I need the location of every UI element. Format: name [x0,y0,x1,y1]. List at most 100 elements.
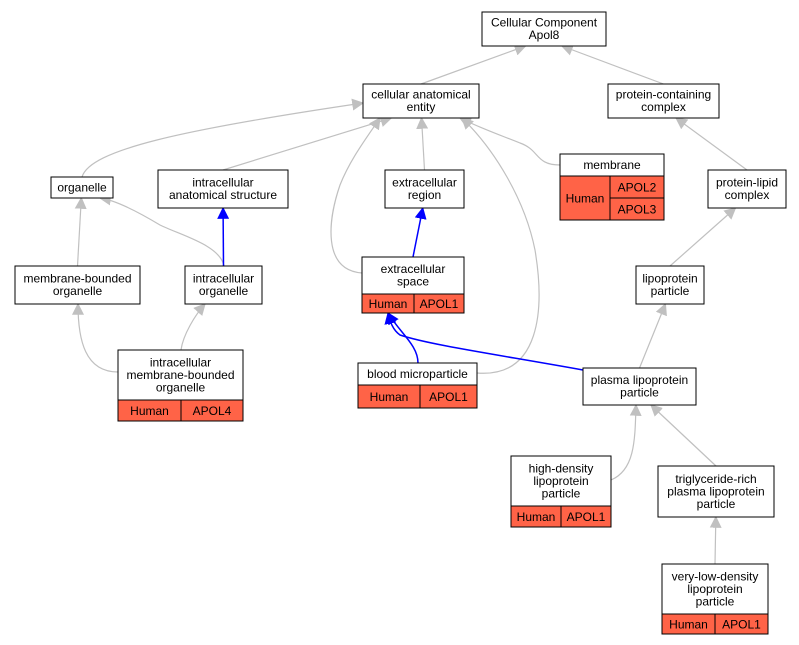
node-label-line: organelle [53,284,103,298]
edge-extracellular-space-to-extracellular-region [412,206,427,258]
node-very-low-density-lipoprotein-particle[interactable]: very-low-densitylipoproteinparticleHuman… [661,563,769,635]
edge-protein-containing-complex-to-cellular-component [560,44,664,85]
node-label-line: intracellular [193,272,254,286]
edge-membrane-to-cellular-anatomical-entity [458,117,561,166]
node-label-line: organelle [156,380,206,394]
node-box [157,169,289,209]
node-label-line: triglyceride-rich [675,472,756,486]
edge-extracellular-region-to-cellular-anatomical-entity [416,116,429,171]
edge-layer [72,44,748,565]
node-box [50,176,114,199]
node-label-line: entity [407,100,436,114]
node-label-line: intracellular [150,355,211,369]
node-organelle[interactable]: organelle [50,176,114,199]
node-label-line: space [397,275,429,289]
gene-label: APOL3 [618,203,657,217]
edge-intracellular-organelle-to-organelle [98,193,225,267]
edge-cellular-anatomical-entity-to-cellular-component [420,44,527,85]
node-label-line: Apol8 [529,28,560,42]
edge-protein-lipid-complex-to-protein-containing-complex [675,117,748,171]
node-label-line: membrane-bounded [126,368,234,382]
node-box [384,169,465,209]
node-box [362,83,480,119]
node-label-line: particle [697,497,736,511]
node-label-line: extracellular [392,176,457,190]
node-label-line: lipoprotein [533,474,588,488]
node-box [635,265,705,305]
node-box [657,465,775,518]
node-label-line: complex [641,100,686,114]
node-box [481,11,607,47]
node-label-line: protein-containing [616,88,711,102]
gene-label: APOL2 [618,181,657,195]
node-intracellular-membrane-bounded-organelle[interactable]: intracellularmembrane-boundedorganelleHu… [117,349,244,422]
species-label: Human [130,404,169,418]
node-label-line: Cellular Component [491,16,598,30]
edge-extracellular-space-to-cellular-anatomical-entity [330,117,381,274]
annotation-bar [361,293,465,314]
gene-label: APOL4 [193,404,232,418]
edge-plasma-lipoprotein-particle-to-extracellular-space [384,311,584,371]
node-label-line: very-low-density [672,569,759,583]
node-label-line: anatomical structure [169,188,277,202]
node-label-line: organelle [199,284,249,298]
node-label-line: complex [725,188,770,202]
gene-label: APOL1 [420,297,459,311]
edge-plasma-lipoprotein-particle-to-lipoprotein-particle [638,302,667,369]
node-label-line: lipoprotein [687,582,742,596]
node-label-line: membrane-bounded [23,272,131,286]
edge-intracellular-anatomical-structure-to-cellular-anatomical-entity [222,115,393,171]
annotation-bar [357,384,478,409]
species-label: Human [517,510,556,524]
edge-triglyceride-rich-plasma-lipoprotein-particle-to-plasma-lipoprotein-particle [650,404,717,467]
node-box [607,83,720,119]
node-box [582,367,697,406]
node-label-line: particle [542,486,581,500]
species-label: Human [669,618,708,632]
edge-intracellular-membrane-bounded-organelle-to-membrane-bounded-organelle [72,302,119,373]
node-box [707,169,787,209]
node-label-line: blood microparticle [367,367,468,381]
edge-intracellular-membrane-bounded-organelle-to-intracellular-organelle [180,303,206,351]
gene-label: APOL1 [429,390,468,404]
edge-high-density-lipoprotein-particle-to-plasma-lipoprotein-particle [610,403,642,481]
node-label-line: high-density [529,461,594,475]
node-label-line: particle [620,386,659,400]
node-label-line: plasma lipoprotein [667,484,764,498]
gene-label: APOL1 [567,510,606,524]
node-label-line: membrane [583,158,641,172]
edge-very-low-density-lipoprotein-particle-to-triglyceride-rich-plasma-lipoprotein-particle [709,515,722,565]
edge-lipoprotein-particle-to-protein-lipid-complex [669,207,737,267]
species-label: Human [566,192,605,206]
edge-organelle-to-cellular-anatomical-entity [81,98,365,178]
node-label-line: particle [651,284,690,298]
gene-label: APOL1 [722,618,761,632]
node-label-line: organelle [57,180,107,194]
node-label-line: plasma lipoprotein [591,373,688,387]
node-label-line: extracellular [381,262,446,276]
edge-membrane-bounded-organelle-to-organelle [74,196,87,267]
edge-blood-microparticle-to-cellular-anatomical-entity [461,117,540,374]
node-label-line: cellular anatomical [371,88,470,102]
node-label-line: lipoprotein [642,272,697,286]
node-label-line: protein-lipid [716,176,778,190]
species-label: Human [369,297,408,311]
node-box [14,265,141,305]
